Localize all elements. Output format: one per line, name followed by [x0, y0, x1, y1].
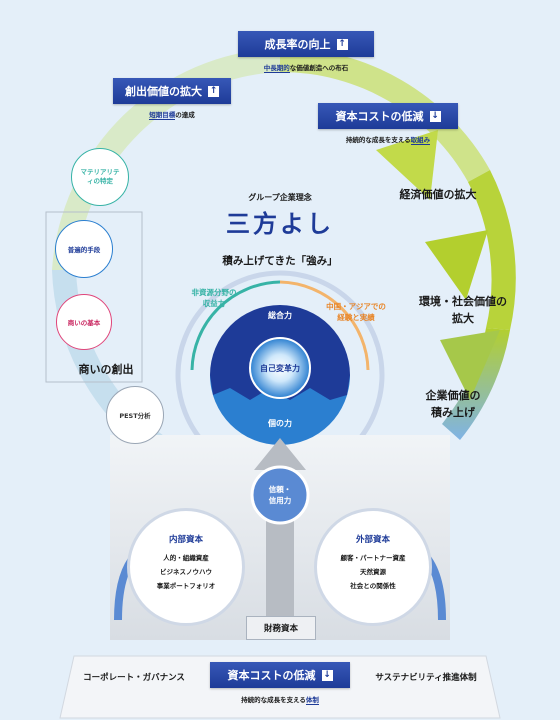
non-resource-label: 非資源分野の 収益力 — [191, 288, 237, 308]
trust-circle — [250, 465, 310, 525]
up-arrow-icon: ↑ — [336, 38, 348, 50]
capital-item: 事業ポートフォリオ — [156, 582, 216, 590]
bottom-subtext: 持続的な成長を支える体制 — [241, 696, 319, 705]
philosophy-title: 三方よし — [226, 210, 334, 238]
universal-means-circle: 普遍的手段 — [55, 220, 113, 278]
creation-value-tag: 創出価値の拡大 ↑ — [113, 78, 231, 104]
external-capital-circle: 外部資本 顧客・パートナー資産 天然資源 社会との関係性 — [314, 508, 432, 626]
capital-item: ビジネスノウハウ — [160, 568, 212, 576]
growth-rate-subtext: 中長期的な価値創造への布石 — [263, 64, 349, 73]
trade-basics-circle: 商いの基本 — [56, 294, 112, 350]
philosophy-caption: グループ企業理念 — [248, 193, 312, 202]
pest-analysis-circle: PEST分析 — [106, 386, 164, 444]
sustainability-label: サステナビリティ推進体制 — [375, 673, 477, 683]
down-arrow-icon: ↓ — [429, 110, 441, 122]
capital-item: 人的・組織資産 — [163, 554, 209, 562]
sogo-label: 総合力 — [268, 311, 292, 320]
financial-capital-box: 財務資本 — [246, 616, 316, 640]
cycle-arrowhead-2 — [425, 230, 488, 300]
corporate-value-label: 企業価値の 積み上げ — [425, 389, 481, 419]
left-grey-box — [45, 211, 143, 383]
cycle-arrowhead-1 — [376, 130, 438, 200]
self-change-label: 自己変革力 — [260, 364, 300, 373]
internal-capital-circle: 内部資本 人的・組織資産 ビジネスノウハウ 事業ポートフォリオ — [127, 508, 245, 626]
governance-label: コーポレート・ガバナンス — [83, 673, 185, 683]
materiality-circle: マテリアリティの特定 — [71, 148, 129, 206]
strengths-title: 積み上げてきた「強み」 — [222, 255, 338, 267]
capital-item: 顧客・パートナー資産 — [340, 554, 406, 562]
trust-label: 信頼・ 信用力 — [268, 485, 292, 505]
env-social-value-label: 環境・社会価値の 拡大 — [419, 295, 507, 325]
orange-arc — [279, 280, 370, 371]
core-circle — [210, 305, 350, 445]
trade-creation-label: 商いの創出 — [78, 363, 134, 376]
up-arrow-icon: ↑ — [208, 85, 219, 97]
capital-cost-tag: 資本コストの低減 ↓ — [318, 103, 458, 129]
capital-item: 天然資源 — [360, 568, 386, 576]
cycle-arrowhead-3 — [440, 330, 500, 400]
creation-value-subtext: 短期目標の達成 — [149, 111, 195, 120]
down-arrow-icon: ↓ — [321, 669, 333, 681]
capital-item: 社会との関係性 — [350, 582, 396, 590]
capital-cost-subtext: 持続的な成長を支える取組み — [345, 136, 431, 145]
ko-label: 個の力 — [268, 419, 292, 428]
china-asia-label: 中国・アジアでの 経験と実績 — [326, 302, 386, 322]
bottom-capital-cost-tag: 資本コストの低減 ↓ — [210, 662, 350, 688]
economic-value-label: 経済価値の拡大 — [399, 188, 477, 201]
teal-arc — [190, 280, 281, 371]
growth-rate-tag: 成長率の向上 ↑ — [238, 31, 374, 57]
self-change-core — [249, 337, 311, 399]
